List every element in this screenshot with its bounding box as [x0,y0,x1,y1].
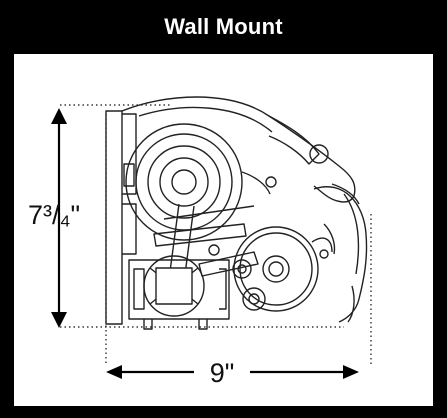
diagram-title: Wall Mount [164,14,283,39]
secondary-spool [232,226,333,312]
width-arrow-icon [106,365,359,379]
height-dimension-label: 7³/₄" [28,200,80,230]
mount-drawing: 7³/₄" 9" [28,96,372,388]
width-dimension-label: 9" [210,358,235,388]
motor-box [128,255,230,320]
large-spool [125,123,277,241]
height-arrow-icon [51,108,67,328]
diagram-panel: 7³/₄" 9" [14,54,433,406]
upper-housing [121,96,356,203]
back-plate [105,110,123,325]
wall-mount-mechanism [105,96,368,330]
